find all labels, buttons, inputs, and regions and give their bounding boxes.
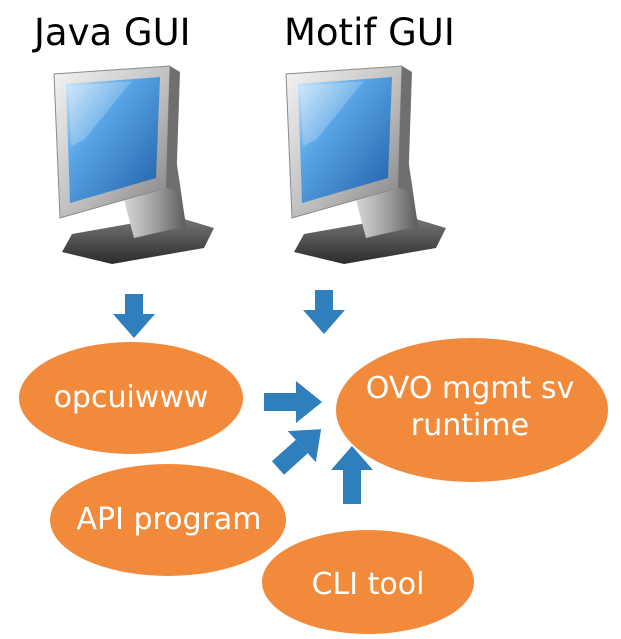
motif-gui-label: Motif GUI [284, 11, 455, 54]
monitor-icon [285, 65, 447, 265]
node-api-label: API program [76, 502, 262, 537]
node-ovo-label: OVO mgmt sv runtime [335, 371, 605, 444]
arrow-down-icon [303, 290, 345, 334]
node-cli-shape [262, 530, 474, 634]
node-ovo-line2: runtime [410, 407, 530, 443]
node-ovo-line1: OVO mgmt sv [365, 371, 575, 406]
java-gui-label: Java GUI [34, 11, 191, 54]
node-opcuiwww-label: opcuiwww [53, 380, 209, 415]
arrow-up-icon [331, 446, 373, 504]
monitor-icon [53, 65, 215, 265]
node-ovo-shape [336, 338, 608, 482]
arrow-down-icon [113, 294, 155, 338]
node-cli-label: CLI tool [311, 567, 425, 602]
node-api-shape [50, 464, 286, 576]
arrow-right-icon [264, 381, 322, 423]
arrow-diagonal-icon [271, 429, 322, 475]
node-opcuiwww-shape [19, 342, 243, 454]
